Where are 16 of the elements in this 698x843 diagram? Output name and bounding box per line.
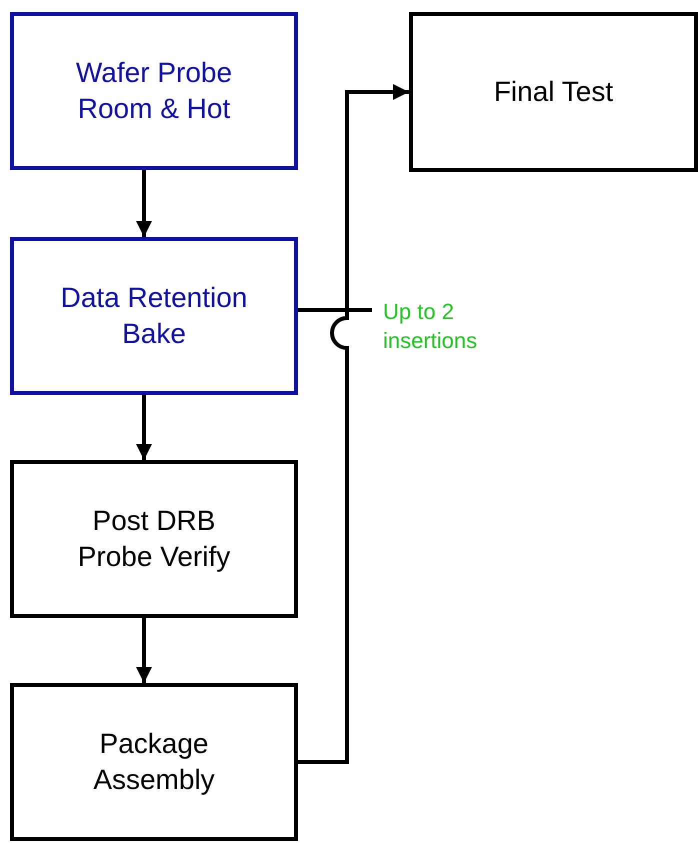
- process-box: [10, 237, 298, 395]
- annotation-text: Up to 2 insertions: [383, 298, 478, 355]
- box-label: Wafer Probe Room & Hot: [74, 56, 234, 126]
- arrow: [136, 618, 152, 683]
- process-box: [10, 460, 298, 618]
- box-label: Post DRB Probe Verify: [76, 504, 232, 574]
- box-label: Final Test: [494, 74, 614, 109]
- process-box: [409, 12, 698, 172]
- arrow: [298, 84, 409, 764]
- process-box: [10, 683, 298, 841]
- arrow: [136, 170, 152, 237]
- process-box: [10, 12, 298, 170]
- arrow: [136, 395, 152, 460]
- box-label: Data Retention Bake: [60, 280, 248, 351]
- connector-line: [298, 308, 372, 312]
- box-label: Package Assembly: [92, 726, 216, 797]
